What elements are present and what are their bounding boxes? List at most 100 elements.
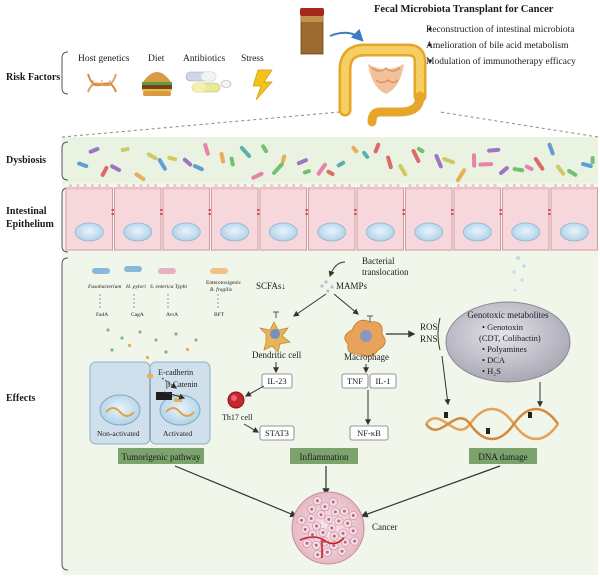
tumor-cell-nucleus (342, 509, 346, 513)
dendritic-cell-icon (258, 311, 291, 353)
tumor-cell-nucleus (323, 505, 327, 509)
risk-factor-1: Diet (148, 54, 165, 64)
dna-helix-icon (87, 73, 117, 93)
tumor-cell-nucleus (315, 499, 319, 503)
risk-factor-3: Stress (241, 54, 264, 64)
microvillus (374, 184, 378, 190)
row-label-risk: Risk Factors (6, 72, 60, 83)
microvillus (575, 184, 579, 190)
microvillus (251, 184, 254, 190)
tumor-cell-nucleus (321, 531, 325, 535)
bacterium-icon (203, 143, 210, 156)
th17-label: Th17 cell (222, 413, 253, 422)
bacterium-1-factor: CagA (131, 312, 144, 318)
bacterium-icon (411, 149, 421, 164)
bacterium-icon (533, 156, 545, 171)
microvillus (243, 184, 247, 190)
stat3-label: STAT3 (265, 428, 289, 438)
microvillus (445, 184, 448, 190)
tumor-cell-nucleus (325, 550, 329, 554)
arrow-to-dendritic (293, 293, 327, 317)
tumor-cell-nucleus (319, 513, 323, 517)
bacterium-icon (524, 164, 534, 171)
cell-nucleus (462, 222, 492, 242)
th17-nucleus (231, 395, 237, 401)
microvillus (124, 184, 128, 190)
cell-nucleus (220, 222, 250, 242)
bullet-2 (428, 59, 432, 63)
bacterium-3-name: B. fragilis (210, 286, 232, 293)
bacterium-icon (567, 168, 578, 177)
tumor-cell-nucleus (309, 516, 313, 520)
genotoxic-item-1: (CDT, Colibactin) (479, 333, 541, 343)
bacterium-icon (362, 150, 370, 159)
tumor-cell-nucleus (330, 526, 334, 530)
microvillus (367, 184, 371, 190)
microvillus (493, 184, 497, 190)
bacterium-icon (487, 147, 501, 153)
microvillus (105, 184, 109, 190)
stat3-box (259, 425, 295, 441)
pathogen-row: Fusobacterium H. pylori S. enterica Typh… (87, 266, 242, 359)
tumor-cell-nucleus (337, 519, 341, 523)
bacterium-icon (471, 153, 477, 168)
cell-nucleus (123, 222, 153, 242)
bacterium-icon (272, 162, 284, 175)
macrophage-label: Macrophage (344, 352, 389, 362)
microvillus (457, 184, 460, 190)
ros-brace (437, 317, 441, 351)
bacterium-icon (351, 145, 359, 154)
microvillus (478, 184, 482, 190)
microvillus (311, 184, 315, 190)
cell-nucleus (365, 222, 395, 242)
microvillus (408, 184, 412, 190)
cell-nucleus (511, 222, 541, 242)
microvillus (590, 184, 594, 190)
cell-nucleus (317, 222, 347, 242)
tumor-cell-nucleus (331, 500, 335, 504)
genotoxic-item-3: • DCA (482, 355, 506, 365)
microvillus (430, 184, 434, 190)
microvillus (381, 184, 385, 190)
cancer-tumor-icon (291, 491, 365, 565)
bullet-1 (428, 43, 432, 47)
microvillus (180, 184, 184, 190)
scfas-label: SCFAs↓ (256, 281, 286, 291)
bacterium-icon (547, 142, 555, 156)
microvillus (505, 184, 509, 190)
label-tcf: TCF (158, 395, 170, 401)
tumorigenic-cells (89, 361, 211, 445)
tumor-cell-nucleus (310, 507, 314, 511)
bacterium-icon (134, 172, 146, 182)
bacterium-icon (590, 155, 595, 165)
colon-icon (338, 43, 427, 127)
bacterium-1-name: H. pylori (125, 284, 146, 290)
risk-bracket (61, 51, 69, 95)
microvillus (318, 184, 322, 190)
dysbiosis-band (62, 137, 598, 183)
risk-factor-0: Host genetics (78, 54, 130, 64)
bacterium-icon (398, 163, 408, 177)
microvillus (396, 184, 400, 190)
bullet-0 (428, 27, 432, 31)
cell-nucleus (559, 222, 589, 242)
dna-damage-label-box (469, 448, 537, 464)
microvillus (512, 184, 516, 190)
microvillus (471, 184, 475, 190)
bacterium-icon (110, 164, 122, 173)
microvillus (326, 184, 330, 190)
cell-nucleus (171, 222, 201, 242)
microvillus (229, 184, 233, 190)
tumor-cell-nucleus (353, 539, 357, 543)
dysbiosis-bacteria (77, 142, 595, 183)
bacterium-icon (219, 152, 226, 164)
microvillus (83, 184, 87, 190)
microvillus (236, 184, 240, 190)
tumor-cell-nucleus (310, 533, 314, 537)
dna-damage-helix-icon (424, 407, 560, 441)
microvillus (415, 184, 419, 190)
bacterium-icon (120, 147, 130, 152)
microvillus (333, 184, 337, 190)
bacterium-icon (316, 162, 327, 176)
bacterium-icon (100, 165, 109, 177)
